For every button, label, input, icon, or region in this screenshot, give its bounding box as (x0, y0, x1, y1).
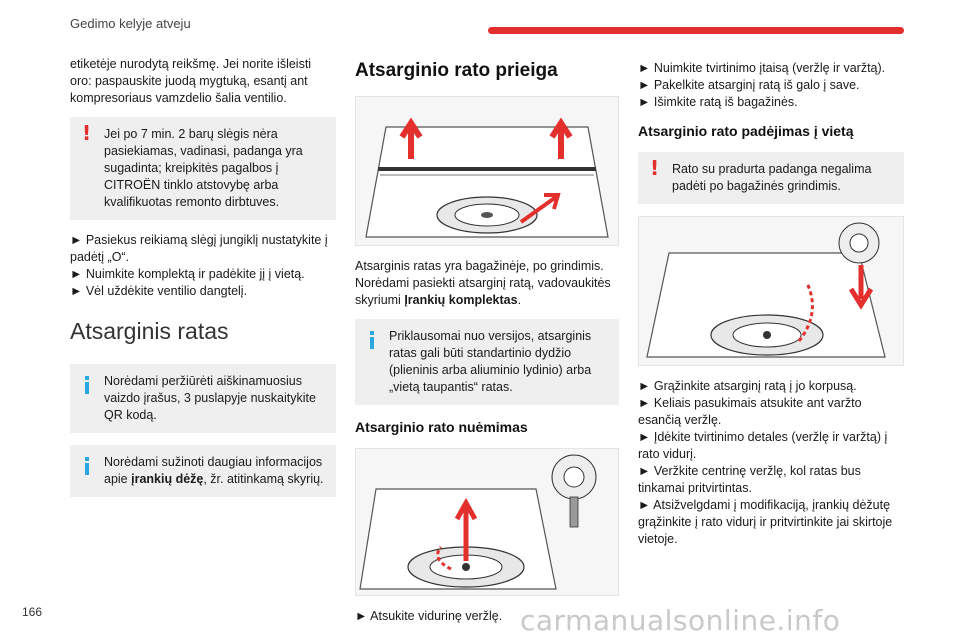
info-note: Norėdami peržiūrėti aiškinamuosius vaizd… (70, 364, 336, 433)
sub-heading: Atsarginio rato padėjimas į vietą (638, 123, 854, 139)
steps-list: ► Nuimkite tvirtinimo įtaisą (veržlę ir … (638, 60, 904, 111)
warning-note: ! Rato su pradurta padanga negalima padė… (638, 152, 904, 204)
column-right: ► Nuimkite tvirtinimo įtaisą (veržlę ir … (638, 56, 904, 548)
step-item: ► Veržkite centrinę veržlę, kol ratas bu… (638, 464, 861, 495)
step-item: ► Vėl uždėkite ventilio dangtelį. (70, 284, 248, 298)
step-item: ► Nuimkite komplektą ir padėkite jį į vi… (70, 267, 305, 281)
warning-icon: ! (82, 121, 92, 145)
sub-heading: Atsarginio rato nuėmimas (355, 419, 528, 435)
column-middle: Atsarginio rato prieiga Atsarginis ratas… (355, 56, 619, 625)
watermark: carmanualsonline.info (520, 604, 841, 637)
steps-list: ► Grąžinkite atsarginį ratą į jo korpusą… (638, 378, 904, 548)
steps-list: ► Atsukite vidurinę veržlę. (355, 608, 619, 625)
info-text: Priklausomai nuo versijos, atsarginis ra… (389, 329, 592, 394)
step-item: ► Pasiekus reikiamą slėgį jungiklį nusta… (70, 233, 328, 264)
access-text-post: . (517, 293, 522, 307)
info-note: Priklausomai nuo versijos, atsarginis ra… (355, 319, 619, 405)
step-item: ► Keliais pasukimais atsukite ant varžto… (638, 396, 862, 427)
running-header: Gedimo kelyje atveju (70, 16, 191, 31)
info-icon (84, 376, 90, 394)
main-heading: Atsarginio rato prieiga (355, 60, 558, 81)
wheel-refit-illustration (638, 216, 904, 366)
info-icon (369, 331, 375, 349)
column-left: etiketėje nurodytą reikšmę. Jei norite i… (70, 56, 336, 509)
warning-note: ! Jei po 7 min. 2 barų slėgis nėra pasie… (70, 117, 336, 220)
step-item: ► Įdėkite tvirtinimo detales (veržlę ir … (638, 430, 888, 461)
page-number: 166 (22, 605, 43, 619)
step-item: ► Atsukite vidurinę veržlę. (355, 609, 503, 623)
warning-text: Rato su pradurta padanga negalima padėti… (672, 162, 872, 193)
step-item: ► Išimkite ratą iš bagažinės. (638, 95, 798, 109)
access-text-pre: Atsarginis ratas yra bagažinėje, po grin… (355, 259, 611, 307)
step-item: ► Atsižvelgdami į modifikaciją, įrankių … (638, 498, 893, 546)
warning-icon: ! (650, 156, 660, 180)
trunk-floor-illustration (355, 96, 619, 246)
steps-list: ► Pasiekus reikiamą slėgį jungiklį nusta… (70, 232, 336, 300)
access-text-bold: Įrankių komplektas (404, 293, 518, 307)
info-note: Norėdami sužinoti daugiau informacijos a… (70, 445, 336, 497)
info-text-post: , žr. atitinkamą skyrių. (203, 472, 324, 486)
header-accent-bar (488, 27, 904, 34)
step-item: ► Nuimkite tvirtinimo įtaisą (veržlę ir … (638, 61, 886, 75)
section-title: Atsarginis ratas (70, 318, 229, 344)
info-text-pre: Norėdami sužinoti daugiau informacijos a… (104, 455, 323, 486)
step-item: ► Grąžinkite atsarginį ratą į jo korpusą… (638, 379, 857, 393)
warning-text: Jei po 7 min. 2 barų slėgis nėra pasieki… (104, 127, 303, 209)
wheel-removal-illustration (355, 448, 619, 596)
step-item: ► Pakelkite atsarginį ratą iš galo į sav… (638, 78, 860, 92)
info-icon (84, 457, 90, 475)
access-paragraph: Atsarginis ratas yra bagažinėje, po grin… (355, 258, 619, 309)
info-text: Norėdami peržiūrėti aiškinamuosius vaizd… (104, 374, 316, 422)
info-text-bold: įrankių dėžę (131, 472, 204, 486)
intro-paragraph: etiketėje nurodytą reikšmę. Jei norite i… (70, 57, 312, 105)
